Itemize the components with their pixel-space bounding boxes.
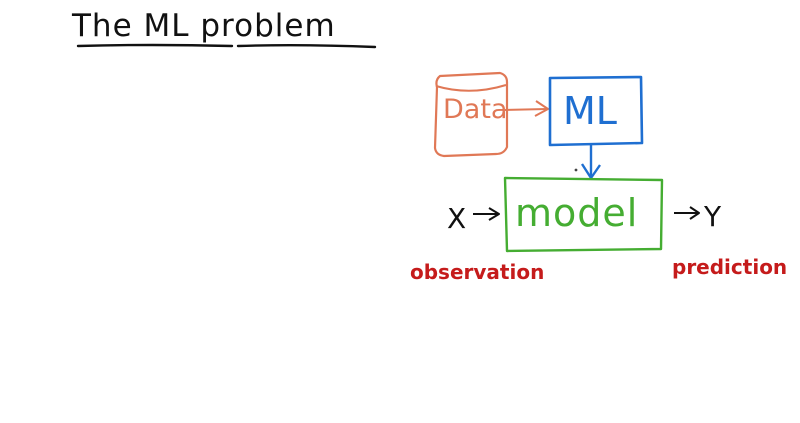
arrow-data-to-ml bbox=[504, 100, 549, 117]
arrow-ml-to-model bbox=[574, 145, 601, 180]
data-cylinder: Data bbox=[433, 71, 509, 158]
ml-box-outline bbox=[548, 75, 644, 147]
page-title: The ML problem bbox=[71, 8, 336, 44]
ml-label: ML bbox=[563, 89, 617, 133]
title-underline-1 bbox=[76, 43, 234, 48]
ml-box: ML bbox=[548, 75, 644, 147]
input-x-group: X bbox=[447, 202, 500, 235]
title-underline-2 bbox=[236, 44, 377, 49]
data-cylinder-top-rim bbox=[435, 84, 507, 92]
data-label: Data bbox=[443, 94, 507, 125]
model-box-outline bbox=[503, 176, 664, 253]
data-cylinder-outline bbox=[433, 71, 509, 158]
title-group: The ML problem bbox=[71, 8, 377, 49]
output-y-label: Y bbox=[703, 200, 722, 233]
input-x-label: X bbox=[447, 202, 466, 235]
model-label: model bbox=[515, 191, 638, 235]
prediction-annotation: prediction bbox=[672, 255, 787, 279]
observation-annotation: observation bbox=[410, 260, 544, 284]
output-y-group: Y bbox=[674, 200, 722, 233]
model-box: model bbox=[503, 176, 664, 253]
